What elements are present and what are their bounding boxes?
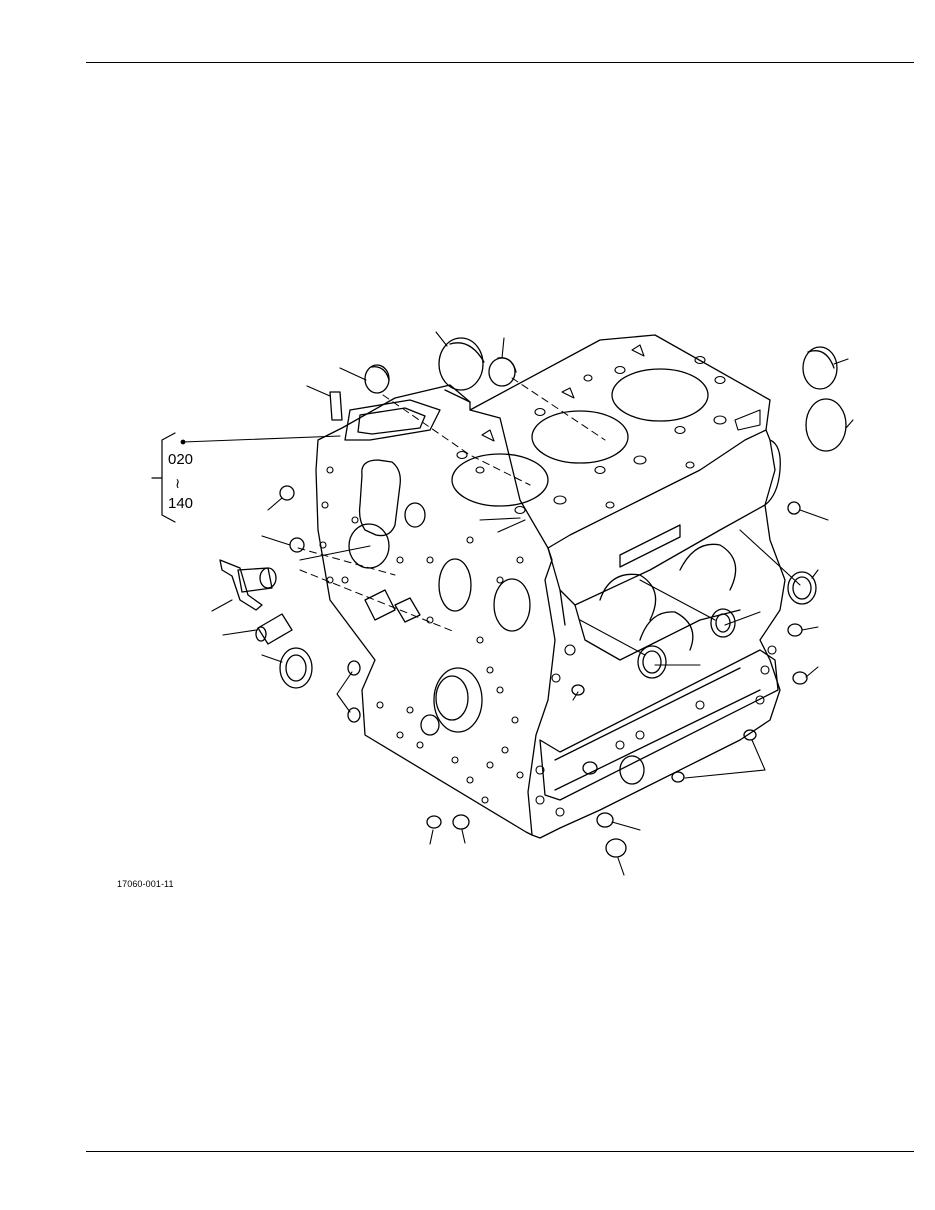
gear-case-openings bbox=[344, 399, 531, 736]
cylinder-bores bbox=[451, 368, 709, 507]
part-range-from: 020 bbox=[168, 451, 194, 468]
leader-lines bbox=[182, 331, 854, 876]
figure-caption: 17060-001-11 bbox=[117, 879, 174, 889]
cylinder-block bbox=[315, 334, 786, 839]
part-range-to: 140 bbox=[168, 495, 194, 512]
right-seals bbox=[637, 346, 847, 679]
left-parts bbox=[219, 391, 361, 723]
bracket-dot bbox=[180, 439, 186, 445]
deck-holes bbox=[456, 344, 761, 515]
nameplate bbox=[619, 524, 681, 568]
gear-case-bolt-holes bbox=[319, 466, 524, 804]
top-caps bbox=[364, 337, 517, 394]
assembly-dashed-lines bbox=[297, 377, 606, 633]
header-rule bbox=[86, 62, 914, 63]
oil-pan-bolt-holes bbox=[535, 644, 777, 817]
range-bracket bbox=[151, 432, 176, 523]
footer-rule bbox=[86, 1151, 914, 1152]
part-range-separator: ≀ bbox=[175, 475, 181, 491]
